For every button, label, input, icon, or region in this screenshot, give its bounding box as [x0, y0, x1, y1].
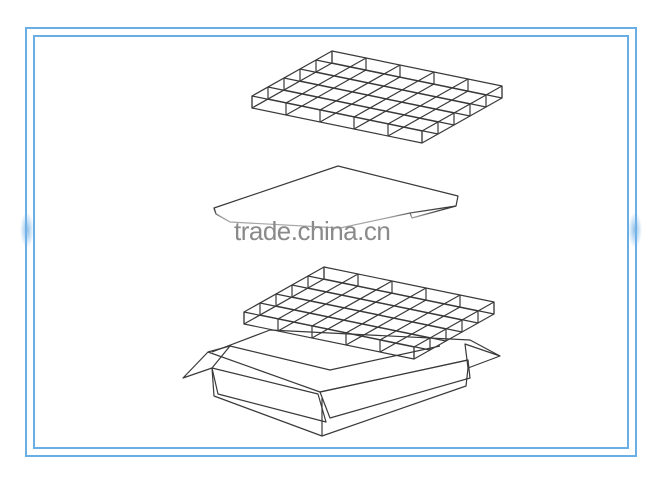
top-grid-divider: [251, 50, 503, 144]
bottom-grid-divider: [243, 266, 495, 360]
grid-bar: [421, 85, 503, 144]
grid-bar: [413, 301, 495, 360]
watermark-backdrop: [160, 214, 470, 248]
watermark-text: trade.china.cn: [234, 216, 391, 246]
left-edge-glow: [20, 212, 34, 248]
right-edge-glow: [628, 212, 642, 248]
open-carton-box: [182, 329, 501, 437]
